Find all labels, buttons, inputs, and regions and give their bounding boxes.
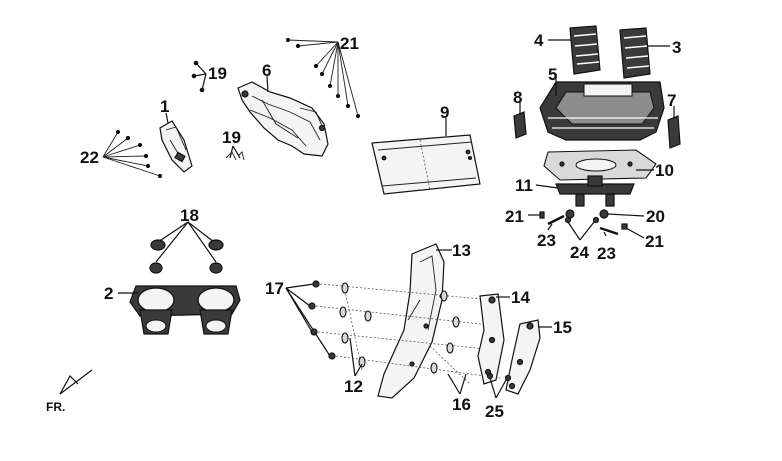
callout-21-right: 21 xyxy=(645,232,664,251)
part-2-mount-plate xyxy=(129,285,241,335)
part-14-bracket xyxy=(477,293,505,385)
callout-6: 6 xyxy=(262,61,271,80)
part-10-base-plate xyxy=(543,149,657,181)
callout-19-top: 19 xyxy=(208,64,227,83)
callout-8: 8 xyxy=(513,88,522,107)
callout-21-left: 21 xyxy=(505,207,524,226)
callout-2: 2 xyxy=(104,284,113,303)
callout-21-top: 21 xyxy=(340,34,359,53)
part-21-bolt-right xyxy=(621,223,645,239)
callout-10: 10 xyxy=(655,161,674,180)
callout-13: 13 xyxy=(452,241,471,260)
callout-17: 17 xyxy=(265,279,284,298)
callout-24: 24 xyxy=(570,243,589,262)
callout-19-bottom: 19 xyxy=(222,128,241,147)
part-19-clips-top xyxy=(191,60,207,93)
part-20-nut xyxy=(565,209,609,219)
part-21-bolt-left xyxy=(528,211,545,219)
callout-5: 5 xyxy=(548,65,557,84)
callout-23-right: 23 xyxy=(597,244,616,263)
callout-4: 4 xyxy=(534,31,544,50)
part-8-pin xyxy=(513,111,527,139)
part-4-grip-left xyxy=(569,25,601,75)
callout-20: 20 xyxy=(646,207,665,226)
part-9-panel xyxy=(371,134,481,195)
callout-16: 16 xyxy=(452,395,471,414)
part-13-curved-panel xyxy=(377,243,445,399)
part-1-bracket xyxy=(159,120,193,173)
part-22-screws xyxy=(102,129,163,179)
part-15-bracket xyxy=(505,319,541,395)
callout-9: 9 xyxy=(440,103,449,122)
callout-22: 22 xyxy=(80,148,99,167)
part-7-pin xyxy=(667,115,681,149)
part-17-bolts xyxy=(285,280,336,360)
part-16-washers xyxy=(430,290,467,395)
part-23-spacer-left xyxy=(547,214,565,226)
part-5-handle-housing xyxy=(539,81,665,141)
callout-15: 15 xyxy=(553,318,572,337)
callout-3: 3 xyxy=(672,38,681,57)
part-23-spacer-right xyxy=(599,226,619,236)
part-24-washers xyxy=(564,216,600,241)
callout-11: 11 xyxy=(515,176,533,195)
front-direction-label: FR. xyxy=(46,400,65,414)
part-11-bracket xyxy=(555,175,635,207)
part-6-frame-cover xyxy=(237,81,329,157)
part-25-nuts xyxy=(486,372,512,399)
callout-23-left: 23 xyxy=(537,231,556,250)
front-arrow-icon xyxy=(59,369,93,395)
part-3-grip-right xyxy=(619,27,651,79)
part-21-screws-top xyxy=(285,37,361,119)
callout-18: 18 xyxy=(180,206,199,225)
callout-14: 14 xyxy=(511,288,530,307)
part-18-bushings xyxy=(149,221,224,274)
callout-25: 25 xyxy=(485,402,504,421)
callout-1: 1 xyxy=(160,97,169,116)
part-12-washers xyxy=(339,282,372,377)
callout-12: 12 xyxy=(344,377,363,396)
callout-7: 7 xyxy=(667,91,676,110)
part-19-clips-bottom xyxy=(225,145,245,161)
